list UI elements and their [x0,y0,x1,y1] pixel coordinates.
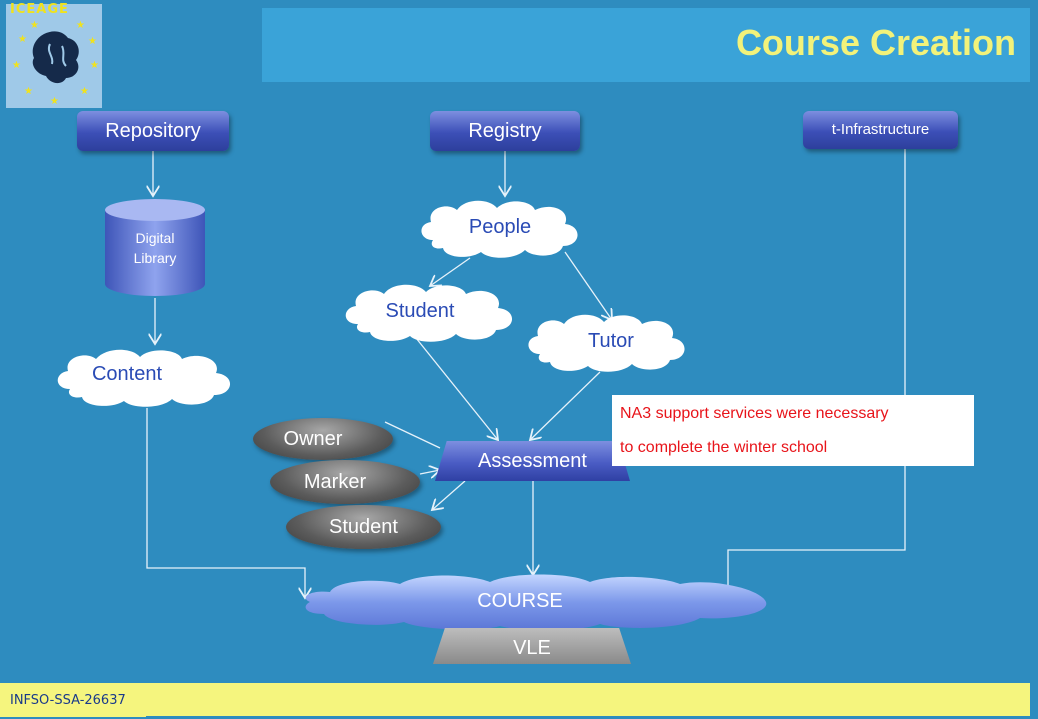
vle-trapezoid: VLE [433,628,631,664]
student-oval-label: Student [329,516,398,538]
student-cloud: Student [340,280,520,344]
digital-library-line1: Digital [135,230,175,246]
owner-oval: Owner [253,418,393,460]
arrow-student-to-assessment [415,337,498,440]
svg-text:★: ★ [30,20,39,31]
student-cloud-label: Student [385,300,455,322]
arrow-tutor-to-assessment [530,371,601,440]
people-cloud: People [415,196,585,260]
page-title: Course Creation [735,22,1016,63]
footer-text: INFSO-SSA-26637 [10,693,126,708]
arrow-infrastructure-to-course [728,149,906,598]
assessment-box: Assessment [435,441,630,481]
logo-text: ICEAGE [10,2,69,17]
svg-text:★: ★ [76,20,85,31]
note-line1: NA3 support services were necessary [620,405,889,422]
content-cloud: Content [52,345,238,409]
arrow-assessment-to-student [432,480,466,510]
tutor-label: Tutor [588,330,634,352]
marker-label: Marker [303,471,367,493]
owner-label: Owner [283,428,343,450]
tutor-cloud: Tutor [522,310,692,374]
svg-text:★: ★ [90,60,99,71]
title-band: Course Creation [262,8,1030,82]
europe-map-icon: ★★★ ★★★ ★★★ [12,20,99,107]
arrow-assessment-to-marker [419,470,440,474]
digital-library-line2: Library [133,250,177,266]
footer-band: INFSO-SSA-26637 [0,683,1030,717]
svg-text:★: ★ [12,60,21,71]
database-icon [105,199,205,296]
footer-divider [146,716,1030,719]
marker-oval: Marker [270,460,420,504]
registry-box: Registry [430,111,580,151]
svg-text:★: ★ [88,36,97,47]
svg-text:★: ★ [18,34,27,45]
svg-text:★: ★ [24,86,33,97]
digital-library-label: Digital Library [103,228,207,268]
course-cloud-shape [305,574,767,631]
people-label: People [468,216,532,238]
svg-text:★: ★ [50,96,59,107]
course-label: COURSE [477,590,563,612]
student-oval: Student [286,505,441,549]
digital-library-cylinder: Digital Library [103,198,207,298]
content-label: Content [91,363,163,385]
infrastructure-box: t-Infrastructure [803,111,958,149]
svg-text:★: ★ [80,86,89,97]
course-cloud: COURSE [300,572,770,632]
repository-box: Repository [77,111,229,151]
note-box: NA3 support services were necessary to c… [612,395,974,466]
note-line2: to complete the winter school [620,439,828,456]
iceage-logo: ICEAGE ★★★ ★★★ ★★★ [6,2,102,108]
line-owner-assessment [384,421,441,449]
